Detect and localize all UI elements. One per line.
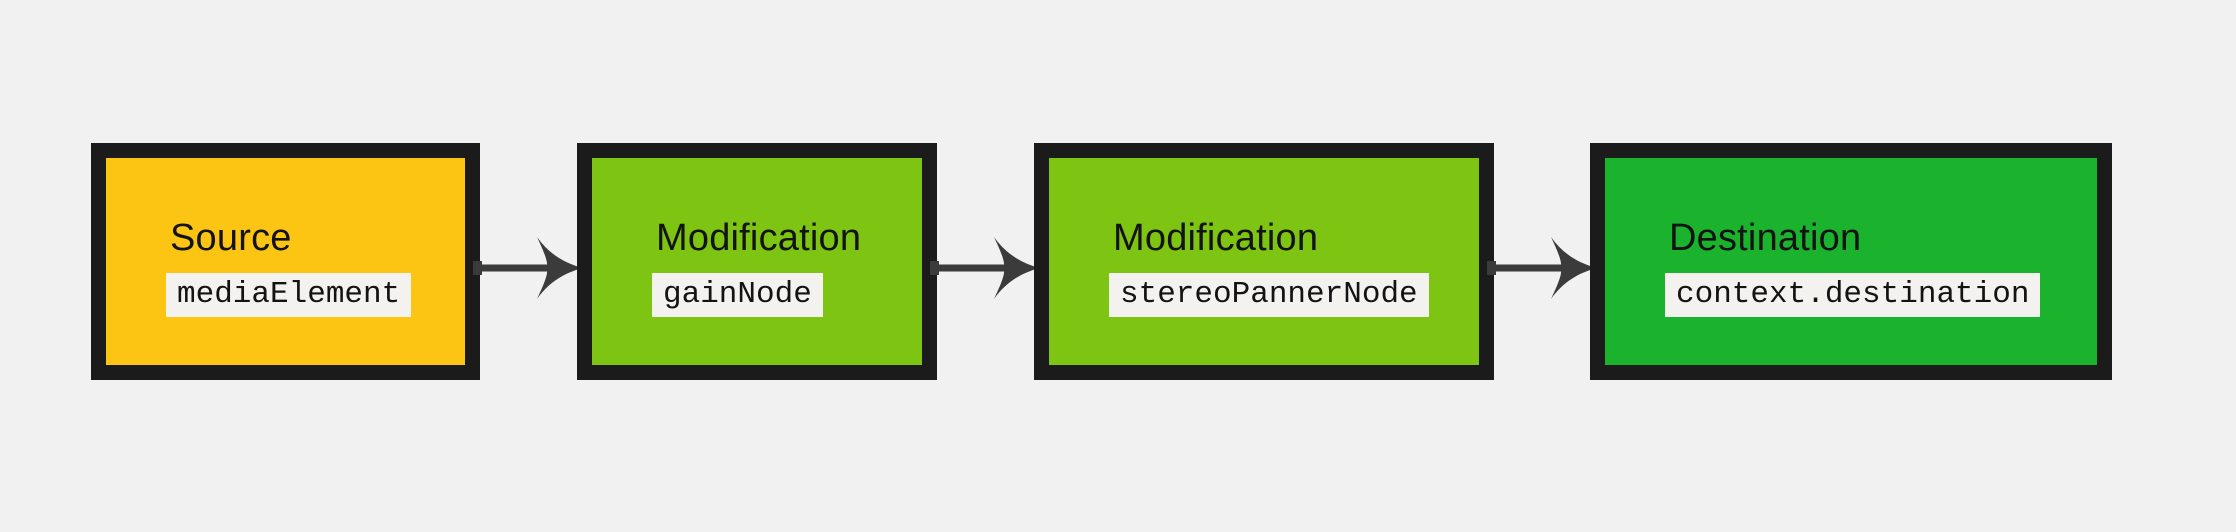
node-source: Source mediaElement bbox=[91, 143, 480, 380]
node-title: Modification bbox=[656, 216, 862, 259]
flow-arrow-icon bbox=[473, 237, 583, 299]
node-code-chip: gainNode bbox=[652, 272, 823, 317]
node-title: Destination bbox=[1669, 216, 1862, 259]
node-title: Modification bbox=[1113, 216, 1319, 259]
node-code-chip: mediaElement bbox=[166, 272, 412, 317]
flow-arrow-icon bbox=[930, 237, 1040, 299]
flow-arrow-icon bbox=[1487, 237, 1597, 299]
node-code-chip: stereoPannerNode bbox=[1109, 272, 1429, 317]
node-modification-panner: Modification stereoPannerNode bbox=[1034, 143, 1494, 380]
node-modification-gain: Modification gainNode bbox=[577, 143, 937, 380]
node-code-chip: context.destination bbox=[1665, 272, 2041, 317]
node-title: Source bbox=[170, 216, 292, 259]
node-destination: Destination context.destination bbox=[1590, 143, 2112, 380]
